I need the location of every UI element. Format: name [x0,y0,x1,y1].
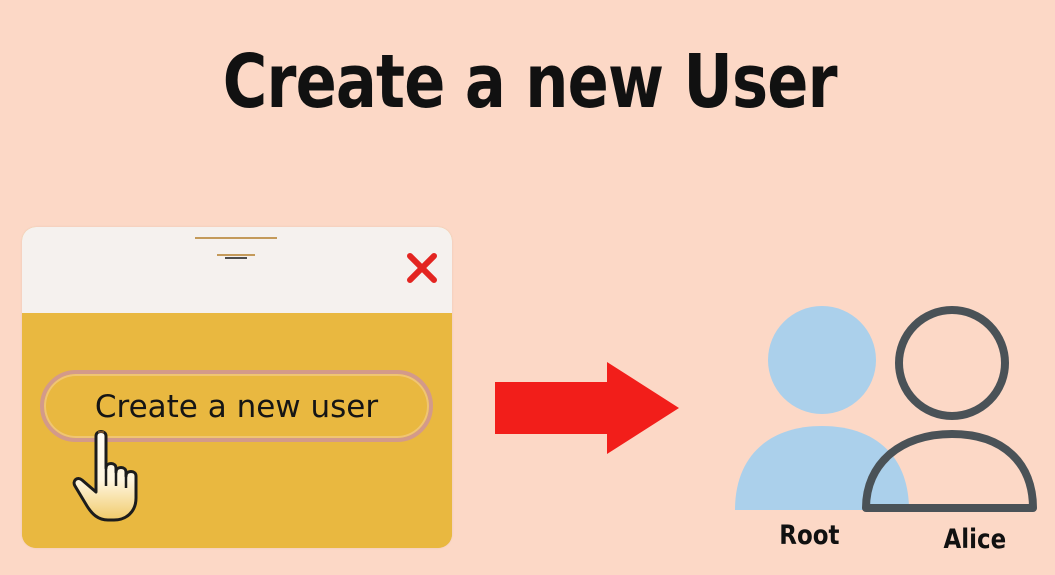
right-arrow-icon [495,362,679,454]
alice-user-label: Alice [943,524,1007,555]
hand-cursor-icon [72,430,138,522]
root-user-icon [735,306,909,510]
create-user-dialog: Create a new user [22,227,452,548]
alice-user-icon [862,306,1037,512]
root-user-label: Root [779,520,840,551]
close-icon[interactable] [405,251,439,285]
drag-handle-icon[interactable] [195,235,277,259]
create-user-button[interactable]: Create a new user [40,370,433,442]
users-graphic [735,306,1037,512]
page-title: Create a new User [222,39,838,125]
dialog-header [22,227,452,313]
